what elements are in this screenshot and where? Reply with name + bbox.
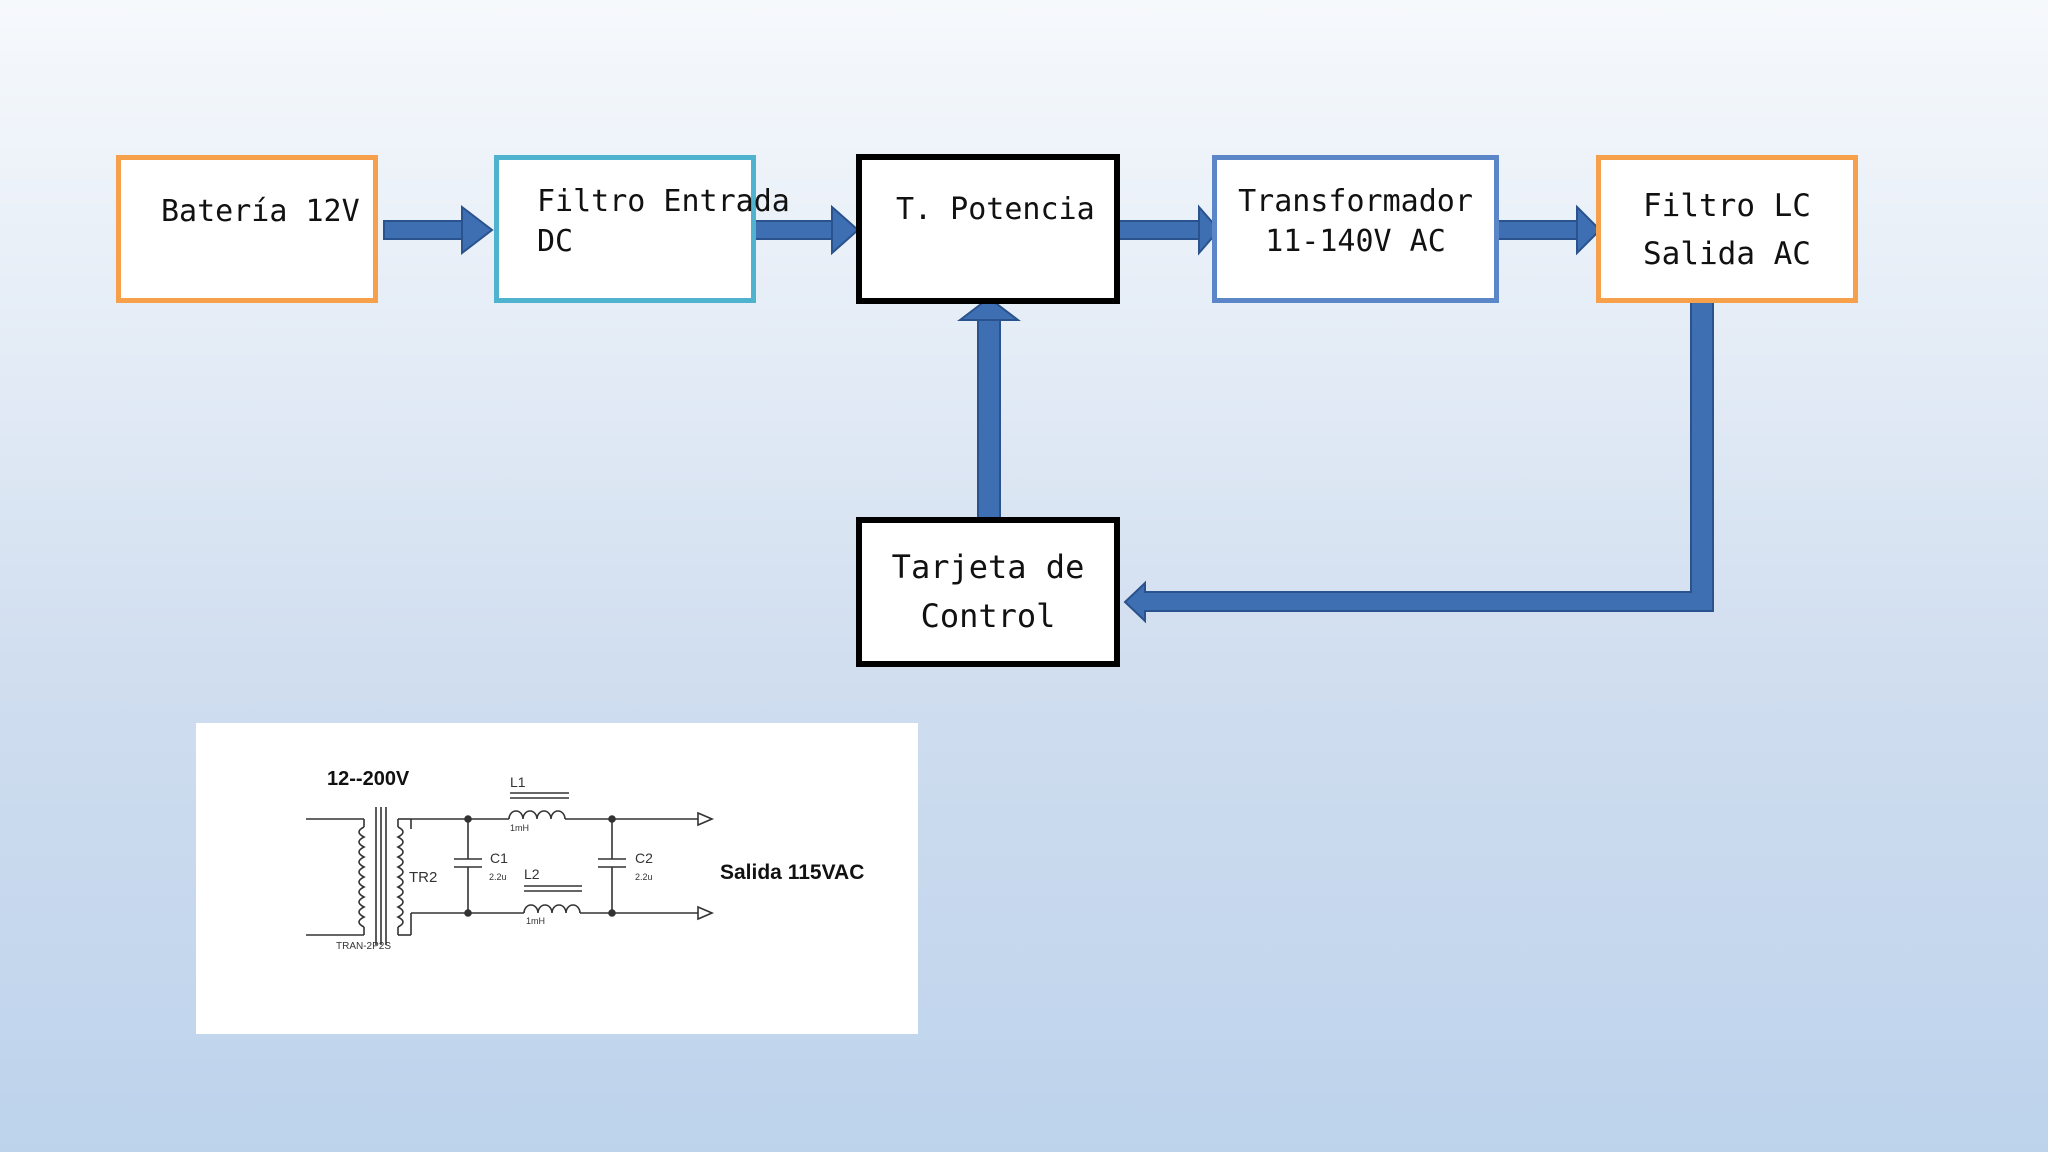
output-terminals — [612, 811, 715, 921]
block-transformador-line2: 11-140V AC — [1265, 224, 1446, 259]
arrow-control-to-potencia — [957, 296, 1021, 525]
block-t-potencia: T. Potencia — [856, 154, 1120, 304]
voltage-label: 12--200V — [327, 768, 410, 790]
block-filtro-entrada: Filtro Entrada DC — [494, 155, 790, 303]
transformer-secondary — [396, 818, 411, 936]
block-filtro-lc-line1: Filtro LC — [1643, 188, 1811, 224]
transformer-core — [375, 807, 387, 945]
c2-value: 2.2u — [635, 872, 653, 882]
c1-value: 2.2u — [489, 872, 507, 882]
block-transformador-line1: Transformador — [1238, 184, 1473, 219]
transformer-ref-label: TR2 — [409, 869, 437, 886]
inductor-l2 — [496, 885, 612, 914]
block-filtro-lc-line2: Salida AC — [1643, 236, 1811, 272]
l2-value: 1mH — [526, 916, 545, 926]
schematic-drawing: 12--200V TR2 TRAN-2P2S — [306, 768, 864, 952]
arrow-bateria-to-filtro — [383, 204, 494, 256]
l1-label: L1 — [510, 774, 526, 790]
transformer-primary — [306, 818, 366, 936]
block-filtro-entrada-line2: DC — [537, 224, 574, 259]
block-tarjeta-control: Tarjeta de Control — [856, 517, 1120, 667]
block-filtro-entrada-line1: Filtro Entrada — [537, 184, 790, 219]
transformer-part-label: TRAN-2P2S — [336, 941, 391, 952]
block-transformador: Transformador 11-140V AC — [1212, 155, 1499, 303]
block-filtro-lc: Filtro LC Salida AC — [1596, 155, 1858, 303]
block-bateria: Batería 12V — [116, 155, 378, 303]
c1-label: C1 — [490, 850, 508, 866]
arrow-transformador-to-filtro-lc — [1496, 204, 1602, 256]
output-label: Salida 115VAC — [720, 861, 864, 884]
l2-label: L2 — [524, 866, 540, 882]
schematic-panel: 12--200V TR2 TRAN-2P2S — [196, 723, 918, 1034]
block-tarjeta-control-line1: Tarjeta de — [891, 548, 1085, 586]
capacitor-c1 — [454, 815, 482, 917]
arrow-filtro-to-potencia — [753, 204, 860, 256]
block-bateria-label: Batería 12V — [161, 194, 360, 229]
block-tarjeta-control-line2: Control — [920, 597, 1056, 635]
arrow-potencia-to-transformador — [1116, 204, 1221, 256]
inductor-l1 — [468, 792, 612, 820]
capacitor-c2 — [598, 815, 626, 917]
arrow-feedback-to-control — [1123, 299, 1714, 624]
c2-label: C2 — [635, 850, 653, 866]
block-t-potencia-label: T. Potencia — [896, 192, 1095, 227]
l1-value: 1mH — [510, 823, 529, 833]
